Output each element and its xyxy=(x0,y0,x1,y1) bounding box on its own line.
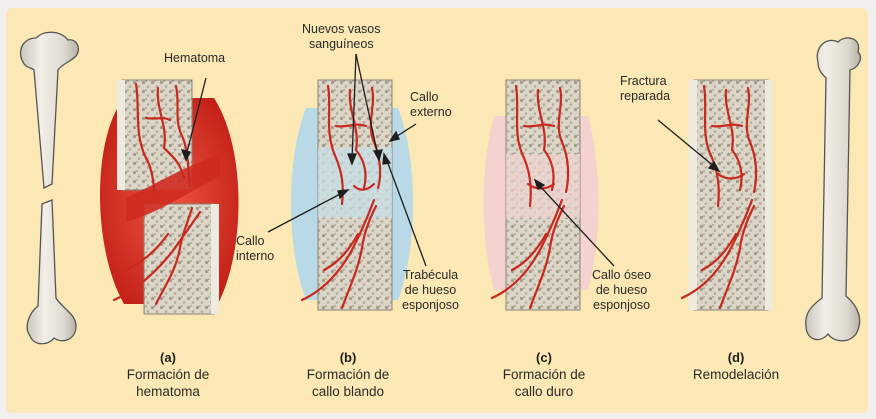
panel-a-illustration xyxy=(100,80,239,314)
label-fractura-reparada: Fractura reparada xyxy=(620,74,670,104)
label-callo-oseo: Callo óseo de hueso esponjoso xyxy=(592,268,651,313)
label-trabecula: Trabécula de hueso esponjoso xyxy=(402,268,459,313)
panel-a-caption: Formación de hematoma xyxy=(88,366,248,400)
panel-b-letter: (b) xyxy=(268,350,428,365)
panel-a-letter: (a) xyxy=(88,350,248,365)
panel-d-caption: Remodelación xyxy=(656,366,816,383)
fracture-healing-diagram: Hematoma Nuevos vasos sanguíneos Callo e… xyxy=(6,8,868,413)
panel-b-caption: Formación de callo blando xyxy=(268,366,428,400)
femur-left-icon xyxy=(21,32,79,344)
panel-c-illustration xyxy=(484,80,599,310)
panel-b-illustration xyxy=(291,80,413,310)
label-hematoma: Hematoma xyxy=(164,51,225,66)
label-nuevos-vasos: Nuevos vasos sanguíneos xyxy=(302,22,381,52)
label-callo-interno: Callo interno xyxy=(236,234,274,264)
label-callo-externo: Callo externo xyxy=(410,90,452,120)
panel-c-letter: (c) xyxy=(464,350,624,365)
panel-d-letter: (d) xyxy=(656,350,816,365)
femur-right-icon xyxy=(806,38,861,341)
panel-d-illustration xyxy=(682,80,773,310)
panel-c-caption: Formación de callo duro xyxy=(464,366,624,400)
